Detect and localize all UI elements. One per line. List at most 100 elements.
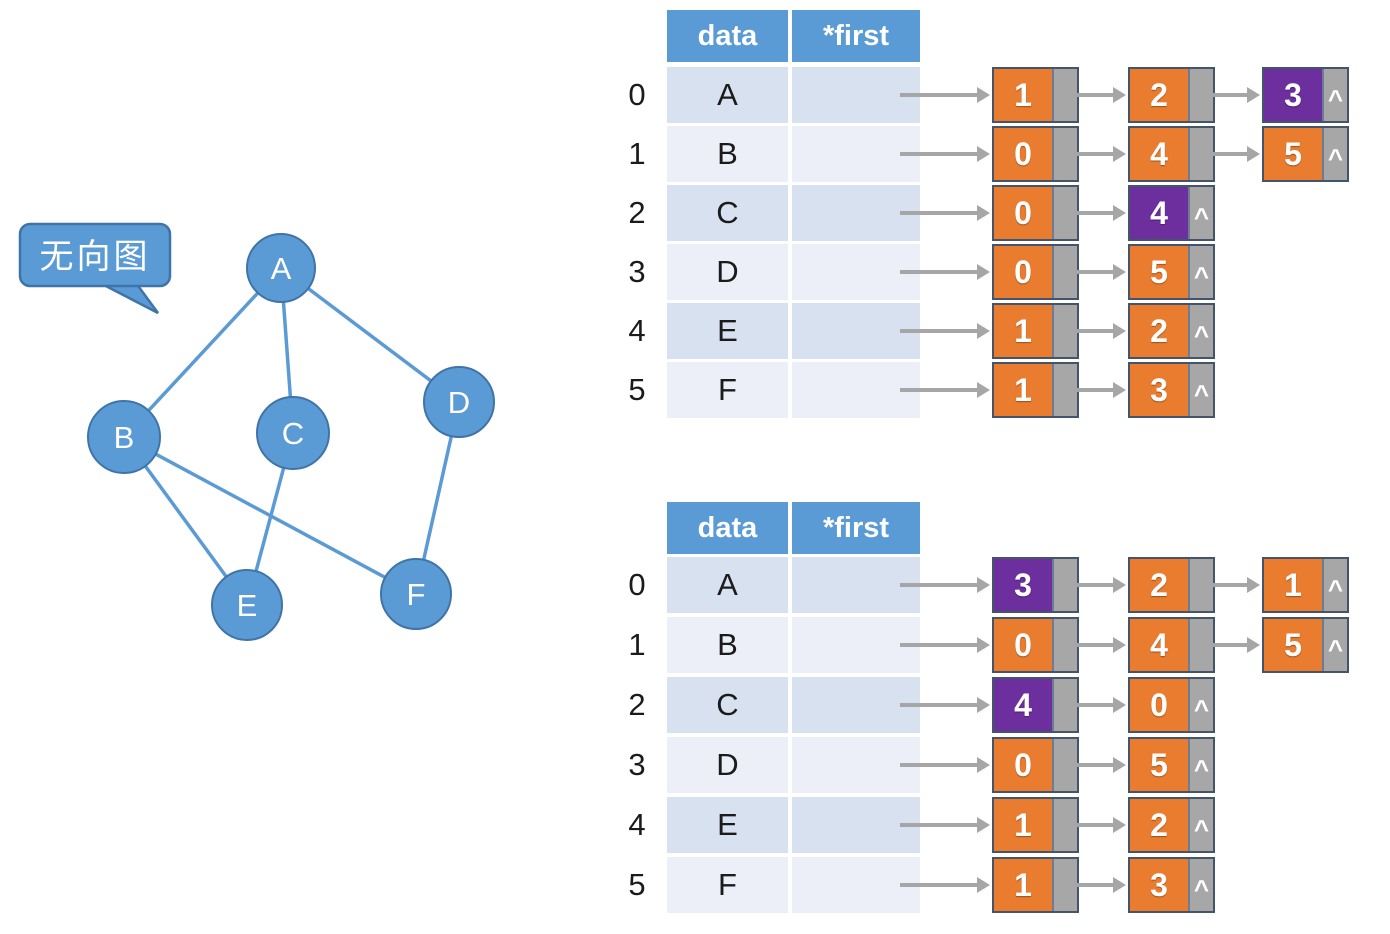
node-pointer: ^ [1188,679,1213,731]
pointer-arrow [1207,577,1260,593]
pointer-arrow [900,205,990,221]
arrow-shaft [900,329,978,333]
list-node: 3 [992,557,1079,613]
row-index: 3 [628,747,646,782]
arrow-head-icon [1113,757,1126,773]
table-header-data: data [667,502,788,554]
arrow-head-icon [1113,817,1126,833]
node-value: 2 [1130,799,1188,851]
arrow-shaft [1071,270,1114,274]
node-value: 3 [1130,859,1188,911]
null-terminator-icon: ^ [1327,142,1344,173]
pointer-arrow [1071,264,1126,280]
pointer-arrow [1071,757,1126,773]
node-pointer [1052,246,1077,298]
node-pointer [1188,69,1213,121]
data-cell: F [667,362,788,418]
data-cell-value: E [717,313,738,348]
arrow-shaft [900,823,978,827]
list-node: 4 [1128,126,1215,182]
data-cell: A [667,67,788,123]
arrow-shaft [900,643,978,647]
graph-node-label: E [237,588,258,623]
null-terminator-icon: ^ [1193,201,1210,232]
arrow-head-icon [1247,637,1260,653]
node-value: 0 [994,619,1052,671]
pointer-arrow [1207,146,1260,162]
row-index: 3 [628,254,646,289]
list-node: 4 [1128,617,1215,673]
pointer-arrow [1071,87,1126,103]
pointer-arrow [1207,637,1260,653]
arrow-shaft [1071,211,1114,215]
list-node: 2 [1128,557,1215,613]
arrow-shaft [1071,152,1114,156]
list-node: 1 [992,797,1079,853]
node-pointer [1052,187,1077,239]
null-terminator-icon: ^ [1193,813,1210,844]
list-node: 0 [992,737,1079,793]
list-node: 0 [992,185,1079,241]
arrow-shaft [1207,93,1248,97]
data-cell: D [667,737,788,793]
pointer-arrow [900,817,990,833]
node-pointer: ^ [1322,619,1347,671]
data-cell: B [667,617,788,673]
speech-bubble-group: 无向图 [18,222,172,315]
data-cell: C [667,677,788,733]
node-pointer [1052,364,1077,416]
null-terminator-icon: ^ [1193,873,1210,904]
arrow-shaft [900,703,978,707]
arrow-shaft [1071,388,1114,392]
node-value: 0 [994,128,1052,180]
arrow-shaft [900,152,978,156]
node-pointer: ^ [1188,246,1213,298]
node-pointer: ^ [1322,128,1347,180]
node-value: 5 [1264,128,1322,180]
list-node: 1^ [1262,557,1349,613]
data-cell-value: F [718,372,737,407]
data-cell-value: C [716,195,739,230]
node-value: 5 [1264,619,1322,671]
row-index: 0 [628,567,646,602]
list-node: 1 [992,67,1079,123]
pointer-arrow [1071,146,1126,162]
data-cell: A [667,557,788,613]
list-node: 5^ [1262,126,1349,182]
list-node: 5^ [1262,617,1349,673]
pointer-arrow [1071,323,1126,339]
data-cell-value: A [717,77,738,112]
arrow-head-icon [1113,382,1126,398]
node-pointer [1052,559,1077,611]
arrow-head-icon [1113,577,1126,593]
list-node: 0 [992,617,1079,673]
first-pointer-cell [792,617,920,673]
first-pointer-cell [792,737,920,793]
arrow-head-icon [1113,697,1126,713]
node-pointer: ^ [1188,187,1213,239]
list-node: 4 [992,677,1079,733]
node-value: 2 [1130,305,1188,357]
arrow-shaft [1207,643,1248,647]
first-pointer-cell [792,362,920,418]
node-pointer: ^ [1188,305,1213,357]
node-pointer: ^ [1188,859,1213,911]
first-pointer-cell [792,857,920,913]
arrow-shaft [1207,583,1248,587]
node-value: 4 [1130,128,1188,180]
graph-node-C [256,396,330,470]
node-value: 0 [1130,679,1188,731]
pointer-arrow [900,757,990,773]
arrow-shaft [1071,643,1114,647]
node-pointer [1052,69,1077,121]
data-cell-value: C [716,687,739,722]
node-pointer [1052,859,1077,911]
list-node: 2^ [1128,797,1215,853]
data-cell-value: D [716,747,739,782]
data-cell-value: F [718,867,737,902]
pointer-arrow [1071,877,1126,893]
row-index: 1 [628,627,646,662]
node-pointer: ^ [1322,69,1347,121]
data-cell-value: B [717,627,738,662]
list-node: 0 [992,126,1079,182]
